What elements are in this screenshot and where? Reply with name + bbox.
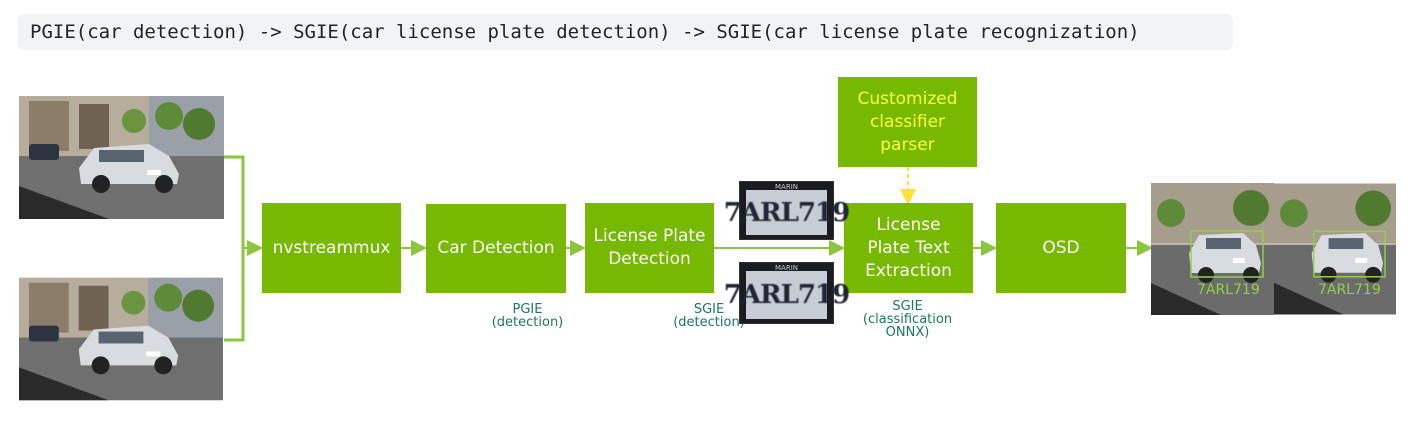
plate-state-upper: MARIN: [775, 183, 798, 191]
output-plate-label-right: 7ARL719: [1318, 282, 1381, 298]
pgie-caption: PGIE (detection): [491, 302, 564, 330]
input-connector-top: [224, 155, 245, 248]
sgie-detection-caption: SGIE (detection): [673, 302, 745, 330]
plate-crop-lower: MARIN 7ARL719: [724, 262, 850, 324]
license-plate-text-extraction-label: License Plate Text Extraction: [865, 214, 952, 281]
plate-text-upper: 7ARL719: [723, 197, 850, 228]
input-connector-bottom: [224, 248, 245, 342]
customized-classifier-parser-label: Customized classifier parser: [857, 88, 958, 155]
license-plate-text-extraction-box: License Plate Text Extraction: [844, 203, 973, 293]
sgie-classification-caption: SGIE (classification ONNX): [862, 299, 953, 340]
license-plate-detection-box: License Plate Detection: [585, 203, 714, 293]
input-image-top: [19, 96, 224, 219]
nvstreammux-box: nvstreammux: [262, 203, 401, 293]
car-detection-box: Car Detection: [426, 204, 566, 293]
plate-crop-upper: MARIN 7ARL719: [724, 181, 850, 240]
code-banner: PGIE(car detection) -> SGIE(car license …: [18, 14, 1233, 50]
customized-classifier-parser-box: Customized classifier parser: [838, 77, 977, 167]
plate-state-lower: MARIN: [775, 264, 798, 272]
output-image-right: 7ARL719: [1274, 183, 1396, 315]
nvstreammux-label: nvstreammux: [272, 237, 391, 258]
banner-text: PGIE(car detection) -> SGIE(car license …: [30, 21, 1140, 43]
output-image-left: 7ARL719: [1151, 183, 1274, 315]
car-detection-label: Car Detection: [437, 238, 555, 258]
output-plate-label-left: 7ARL719: [1197, 282, 1260, 298]
osd-box: OSD: [996, 203, 1126, 293]
osd-label: OSD: [1042, 237, 1080, 258]
license-plate-detection-label: License Plate Detection: [593, 226, 706, 269]
plate-text-lower: 7ARL719: [723, 280, 850, 310]
input-image-bottom: [19, 277, 223, 401]
